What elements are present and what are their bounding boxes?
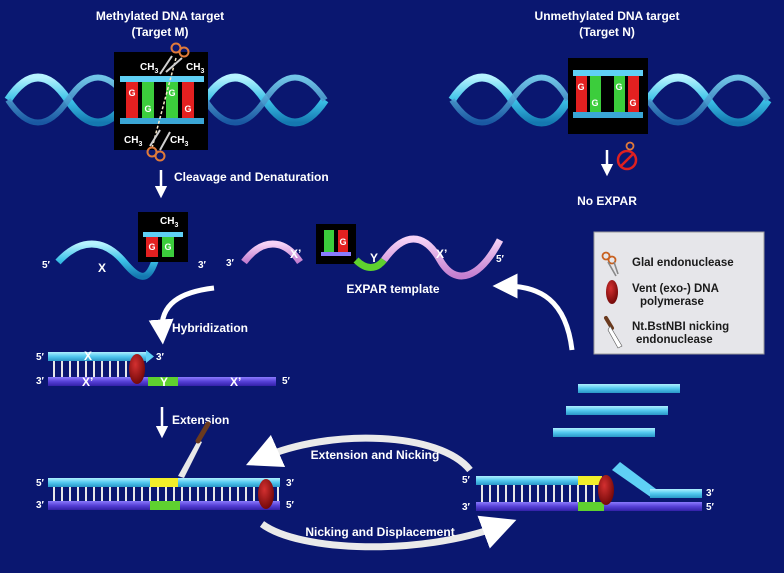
fragment-5prime: 5′ (42, 260, 51, 271)
duplex1-x-prime-label-right: X’ (230, 375, 241, 389)
released-strand (578, 384, 680, 393)
duplex1-bottom-3prime: 3′ (36, 376, 45, 387)
blocked-scissors-icon (616, 141, 638, 171)
template-5prime: 5′ (496, 254, 505, 265)
duplex1-base-pairs (53, 361, 143, 377)
duplex3-bottom-5prime: 5′ (706, 502, 715, 513)
extension-nicking-arrow (245, 434, 473, 473)
ch3-label-2: CH3 (186, 62, 204, 75)
nicking-displacement-label: Nicking and Displacement (305, 525, 454, 539)
duplex2-base-pairs (53, 487, 279, 501)
polymerase-icon (606, 280, 618, 304)
ch3-label-5: CH3 (160, 216, 178, 229)
scissors-icon (159, 42, 190, 75)
unmethylated-title-line1: Unmethylated DNA target (535, 9, 680, 23)
legend-item-vent: Vent (exo-) DNA polymerase (606, 280, 719, 308)
unmethylated-dna-helix (448, 73, 772, 127)
duplex3-bottom-3prime: 3′ (462, 502, 471, 513)
template-3prime: 3′ (226, 258, 235, 269)
released-strand (566, 406, 668, 415)
nicking-displacement-arrow (259, 515, 517, 551)
base-g-6: G (591, 98, 598, 108)
methylated-title-line1: Methylated DNA target (96, 9, 224, 23)
duplex1-x-label: X (84, 349, 92, 363)
hybridization-arrow (148, 285, 215, 345)
legend-label-glai: GlaI endonuclease (632, 257, 734, 269)
base-g-2: G (144, 104, 151, 114)
template-y-label: Y (370, 251, 378, 265)
unmethylated-site-box: G G G G (568, 58, 648, 134)
extension-nicking-label: Extension and Nicking (311, 448, 440, 462)
cleavage-label: Cleavage and Denaturation (174, 170, 329, 184)
unmethylated-target-title: Unmethylated DNA target (Target N) (535, 9, 680, 39)
duplex1-x-prime-label-left: X’ (82, 375, 93, 389)
released-strands (553, 384, 680, 437)
duplex1-y-label: Y (160, 375, 168, 389)
base-g-1: G (128, 88, 135, 98)
legend: GlaI endonuclease Vent (exo-) DNA polyme… (593, 231, 765, 355)
template-y-segment (353, 257, 387, 271)
duplex1-top-5prime: 5′ (36, 352, 45, 363)
methylated-dna-helix (4, 73, 329, 127)
template-x-prime-segment-right (381, 235, 504, 280)
template-x-prime-label-right: X’ (436, 247, 447, 261)
template-x-prime-label-left: X’ (290, 247, 301, 261)
base-g-10: G (164, 242, 171, 252)
hybridized-duplex: 5′ 3′ 3′ 5′ X X’ Y X’ (36, 349, 291, 389)
cleaved-site-box: G G CH3 (138, 212, 188, 262)
template-site-box: G (316, 224, 356, 264)
fragment-x-label: X (98, 261, 106, 275)
methylated-title-line2: (Target M) (131, 25, 188, 39)
template-x-prime-segment-left (241, 240, 303, 265)
base-g-11: G (339, 237, 346, 247)
scissors-icon (146, 129, 171, 162)
base-g-7: G (615, 82, 622, 92)
ch3-label-1: CH3 (140, 62, 158, 75)
nicking-knife-icon (604, 316, 623, 349)
legend-label-nicking-1: Nt.BstNBI nicking (632, 321, 729, 333)
nicking-knife-icon (178, 421, 211, 478)
expar-template-label: EXPAR template (346, 282, 439, 296)
duplex3-top-3prime: 3′ (706, 488, 715, 499)
base-g-3: G (168, 88, 175, 98)
base-g-9: G (148, 242, 155, 252)
base-g-5: G (577, 82, 584, 92)
released-strand (553, 428, 655, 437)
polymerase-icon (258, 479, 274, 509)
methylated-site-box: G G G G CH3 CH3 CH3 CH3 (114, 52, 208, 150)
legend-item-nicking: Nt.BstNBI nicking endonuclease (604, 316, 729, 349)
legend-label-vent-1: Vent (exo-) DNA (632, 283, 719, 295)
ch3-label-4: CH3 (170, 135, 188, 148)
extension-label: Extension (172, 413, 229, 427)
hybridization-label: Hybridization (172, 321, 248, 335)
duplex2-top-3prime: 3′ (286, 478, 295, 489)
legend-label-nicking-2: endonuclease (636, 334, 713, 346)
duplex1-bottom-5prime: 5′ (282, 376, 291, 387)
duplex2-bottom-3prime: 3′ (36, 500, 45, 511)
legend-label-vent-2: polymerase (640, 296, 704, 308)
methylated-target-title: Methylated DNA target (Target M) (96, 9, 224, 39)
duplex2-bottom-5prime: 5′ (286, 500, 295, 511)
duplex1-top-3prime: 3′ (156, 352, 165, 363)
return-to-template-arrow (492, 273, 575, 351)
no-expar-label: No EXPAR (577, 194, 637, 208)
legend-item-glai: GlaI endonuclease (601, 251, 734, 277)
ch3-label-3: CH3 (124, 135, 142, 148)
unmethylated-title-line2: (Target N) (579, 25, 635, 39)
duplex3-base-pairs (481, 485, 595, 502)
scissors-icon (601, 251, 619, 277)
displacement-duplex: 5′ 3′ 3′ 5′ (462, 462, 715, 513)
fragment-3prime: 3′ (198, 260, 207, 271)
base-g-4: G (184, 104, 191, 114)
duplex2-top-5prime: 5′ (36, 478, 45, 489)
polymerase-icon (598, 475, 614, 505)
polymerase-icon (129, 354, 145, 384)
cleaved-fragment-strand (55, 240, 162, 280)
duplex3-top-5prime: 5′ (462, 475, 471, 486)
extended-duplex: 5′ 3′ 3′ 5′ (36, 421, 295, 511)
base-g-8: G (629, 98, 636, 108)
